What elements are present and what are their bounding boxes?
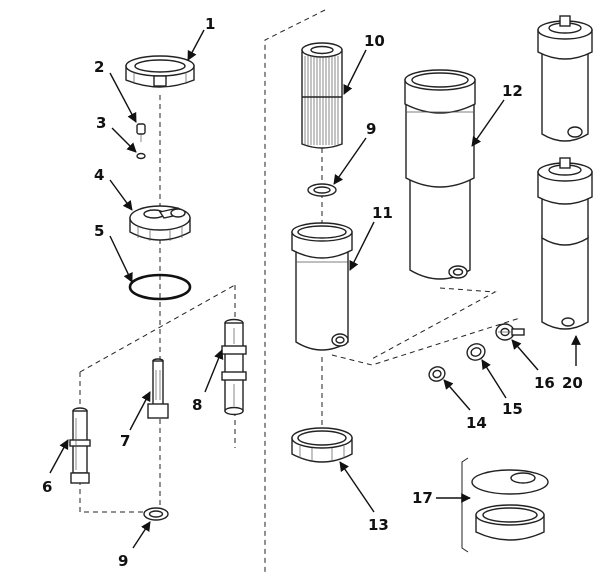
part-14-fitting-ring — [428, 366, 446, 382]
label-part-16: 16 — [534, 374, 555, 392]
label-part-15: 15 — [502, 400, 523, 418]
part-10-filter-cartridge — [301, 42, 343, 149]
label-part-9-middle: 9 — [366, 120, 376, 138]
part-20-assembly-bottom — [537, 157, 593, 330]
part-number-labels: 1 2 3 4 5 6 7 8 9 10 9 11 12 13 14 15 16… — [42, 15, 583, 570]
part-11-filter-tank — [291, 222, 353, 351]
part-13-bottom-ring — [291, 427, 353, 463]
label-part-13: 13 — [368, 516, 389, 534]
label-part-5: 5 — [94, 222, 104, 240]
leader-lines — [49, 29, 581, 549]
label-part-1: 1 — [205, 15, 215, 33]
label-part-3: 3 — [96, 114, 106, 132]
part-9-o-ring-middle — [307, 183, 337, 197]
label-part-4: 4 — [94, 166, 104, 184]
part-15-union-nut — [466, 343, 486, 361]
label-part-20: 20 — [562, 374, 583, 392]
part-7-bracket — [147, 358, 169, 419]
part-16-drain-plug — [495, 323, 525, 341]
label-part-14: 14 — [466, 414, 487, 432]
label-part-2: 2 — [94, 58, 104, 76]
part-6-air-tube — [69, 407, 91, 484]
part-17-base-lid — [461, 457, 549, 553]
label-part-9-bottom: 9 — [118, 552, 128, 570]
part-2-air-relief-valve — [136, 123, 146, 142]
label-part-8: 8 — [192, 396, 202, 414]
part-20-assembly-top — [537, 15, 593, 142]
label-part-10: 10 — [364, 32, 385, 50]
part-3-small-o-ring — [136, 152, 146, 160]
part-12-tank-housing — [404, 69, 476, 280]
label-part-11: 11 — [372, 204, 393, 222]
label-part-6: 6 — [42, 478, 52, 496]
label-part-12: 12 — [502, 82, 523, 100]
part-1-lock-ring — [125, 55, 195, 88]
part-4-filter-lid — [129, 205, 191, 241]
label-part-17: 17 — [412, 489, 433, 507]
part-9-o-ring-bottom — [143, 507, 169, 521]
part-8-center-tube — [221, 318, 247, 416]
label-part-7: 7 — [120, 432, 130, 450]
part-5-lid-o-ring — [128, 273, 192, 301]
